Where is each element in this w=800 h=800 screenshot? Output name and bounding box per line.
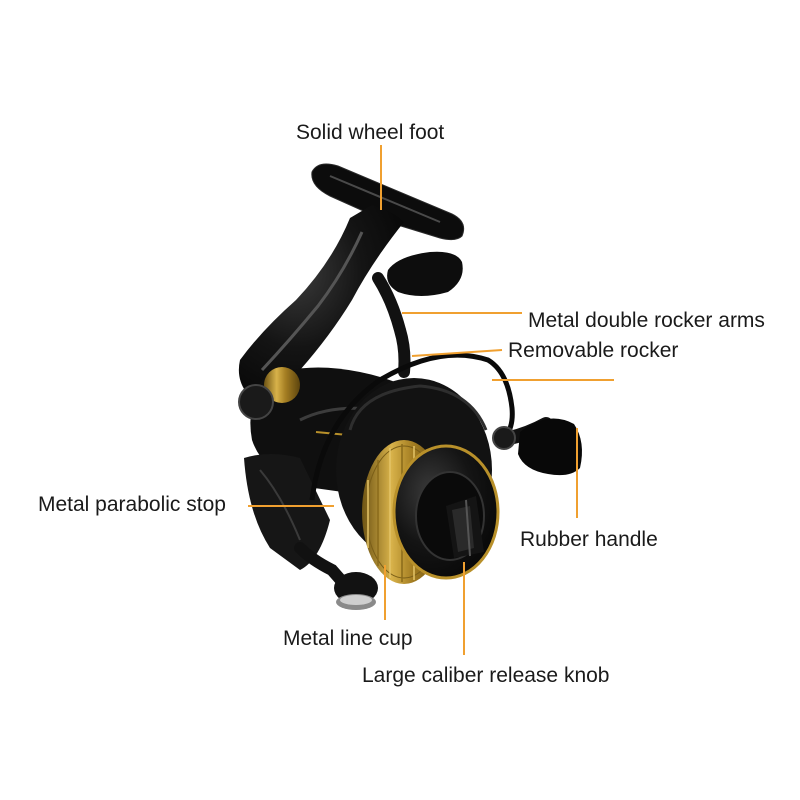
rubber-handle-grip — [518, 418, 582, 476]
bail-wire — [309, 352, 515, 501]
wheel-foot — [311, 163, 465, 241]
label-solid-wheel-foot: Solid wheel foot — [296, 121, 445, 144]
release-knob — [446, 496, 484, 558]
leader-removable-rocker — [411, 349, 503, 357]
label-metal-line-cup: Metal line cup — [283, 627, 413, 650]
label-metal-double-rocker-arms: Metal double rocker arms — [528, 309, 765, 332]
rocker-arm — [372, 272, 411, 378]
label-removable-rocker: Removable rocker — [508, 339, 679, 362]
fishing-reel-illustration — [238, 163, 582, 610]
label-rubber-handle: Rubber handle — [520, 528, 658, 551]
leader-lines — [248, 145, 614, 655]
rubber-knob-top — [387, 251, 463, 296]
label-metal-parabolic-stop: Metal parabolic stop — [38, 493, 226, 516]
label-large-caliber-release-knob: Large caliber release knob — [362, 664, 610, 687]
